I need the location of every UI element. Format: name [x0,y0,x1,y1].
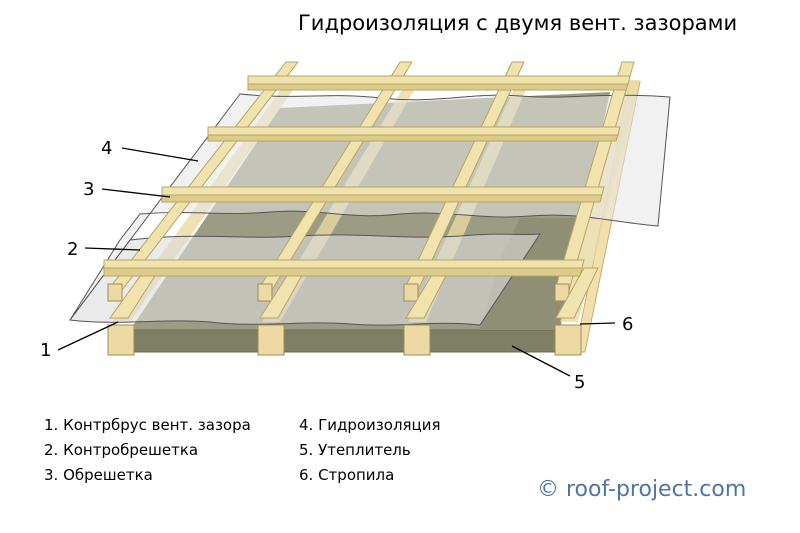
counter-batten-end [107,283,123,302]
diagram-title: Гидроизоляция с двумя вент. зазорами [298,11,737,35]
battens [103,75,631,277]
legend-item-5: 5. Утеплитель [299,441,411,459]
legend-item-2: 2. Контробрешетка [44,441,198,459]
callout-2: 2 [67,239,78,260]
callout-1: 1 [40,340,51,361]
counter-battens [106,61,635,302]
rafter-end [554,324,582,356]
callout-line-5 [511,345,571,377]
callout-4: 4 [101,138,112,159]
callout-line-4 [121,147,199,162]
callout-line-3 [101,188,171,198]
copyright-text: © roof-project.com [537,477,746,502]
counter-batten-end [257,283,273,302]
rafter-end [107,324,135,356]
callout-line-6 [579,322,616,325]
rafter-end [257,324,285,356]
rafter-end [403,324,431,356]
legend-item-6: 6. Стропила [299,466,394,484]
callout-3: 3 [83,179,94,200]
callout-6: 6 [622,314,633,335]
callout-line-1 [57,321,119,351]
callout-5: 5 [574,372,585,393]
callout-line-2 [84,247,141,251]
legend-item-4: 4. Гидроизоляция [299,416,441,434]
legend-item-3: 3. Обрешетка [44,466,153,484]
vent-gap-bars [107,267,599,356]
legend-item-1: 1. Контрбрус вент. зазора [44,416,251,434]
counter-batten-end [403,283,419,302]
counter-batten-end [554,283,570,302]
